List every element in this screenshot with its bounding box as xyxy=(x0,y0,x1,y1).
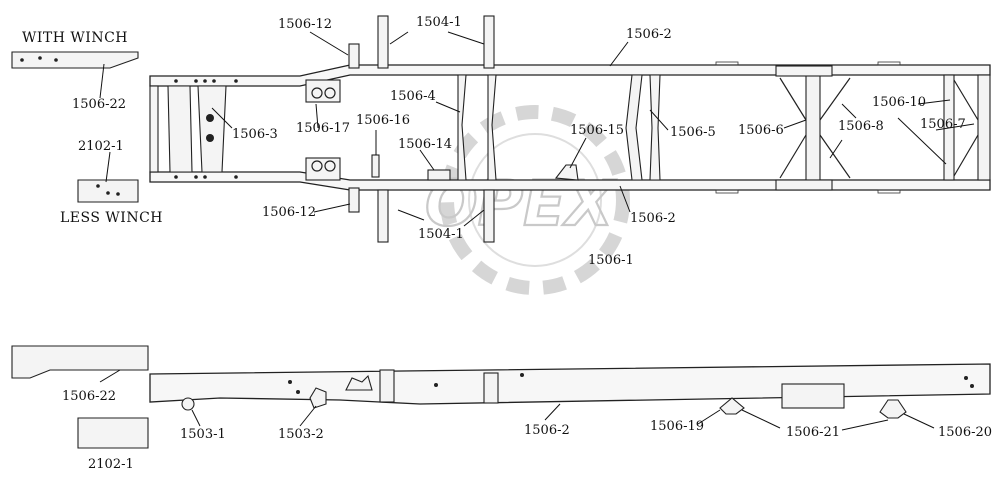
bracket-1504-1-c xyxy=(377,189,389,243)
watermark-logo: OPEX xyxy=(424,105,630,295)
part-2102-1-side xyxy=(77,417,149,449)
callout-2102-1-bottom: 2102-1 xyxy=(88,457,134,472)
callout-1506-19: 1506-19 xyxy=(650,419,704,434)
side-plate-rear xyxy=(781,383,845,409)
crossmember-1506-3-left xyxy=(167,85,193,173)
callout-1506-16: 1506-16 xyxy=(356,113,410,128)
plate-1506-8-bottom xyxy=(775,179,833,191)
frame-side-view xyxy=(11,345,991,449)
frame-top-view xyxy=(149,15,991,243)
part-1506-22-side xyxy=(11,345,149,379)
callout-1504-1-bottom: 1504-1 xyxy=(418,227,464,242)
crossmember-1506-3 xyxy=(197,85,227,173)
crossmember-1506-6 xyxy=(779,74,851,181)
caption-less-winch: LESS WINCH xyxy=(60,210,163,226)
callout-1506-2-top: 1506-2 xyxy=(626,27,672,42)
callout-1506-22-bottom: 1506-22 xyxy=(62,389,116,404)
bracket-1504-1-d xyxy=(483,189,495,243)
callout-1506-17: 1506-17 xyxy=(296,121,350,136)
plate-1506-8-top xyxy=(775,65,833,77)
side-bracket-b xyxy=(483,372,499,404)
hanger-1506-19 xyxy=(719,397,745,415)
bracket-1506-12-top xyxy=(348,43,360,69)
crossmember-1506-4b xyxy=(487,74,497,181)
spring-hanger-1503-2 xyxy=(309,387,327,409)
crossmember-1506-5b xyxy=(649,74,661,181)
callout-1506-14: 1506-14 xyxy=(398,137,452,152)
callout-1506-22-top: 1506-22 xyxy=(72,97,126,112)
callout-1506-15: 1506-15 xyxy=(570,123,624,138)
rail-holes xyxy=(174,79,238,179)
bracket-1506-14 xyxy=(427,169,451,181)
crossmember-1506-5 xyxy=(625,74,643,181)
callout-1506-7: 1506-7 xyxy=(920,117,966,132)
upper-side-rail xyxy=(149,64,991,87)
callout-1506-4: 1506-4 xyxy=(390,89,436,104)
spring-eye-1503-1 xyxy=(181,397,195,411)
callout-1506-2-mid: 1506-2 xyxy=(630,211,676,226)
callout-1506-3: 1506-3 xyxy=(232,127,278,142)
caption-with-winch: WITH WINCH xyxy=(22,30,128,46)
bracket-1504-1-b xyxy=(483,15,495,69)
callout-1506-6: 1506-6 xyxy=(738,123,784,138)
part-1506-22-plan xyxy=(11,51,139,69)
front-crossmember xyxy=(149,85,159,173)
bracket-1506-15 xyxy=(554,164,579,181)
side-rail xyxy=(149,363,991,405)
hanger-1506-20 xyxy=(879,399,907,419)
leader-lines xyxy=(99,31,975,431)
side-bracket-c xyxy=(345,374,373,391)
callout-1506-2-bottom: 1506-2 xyxy=(524,423,570,438)
callout-labels: 1506-12 1504-1 1506-2 1506-22 1506-3 150… xyxy=(62,15,992,472)
callout-1506-20: 1506-20 xyxy=(938,425,992,440)
callout-1506-8: 1506-8 xyxy=(838,119,884,134)
bracket-1506-12-bottom xyxy=(348,187,360,213)
callout-1503-1: 1503-1 xyxy=(180,427,226,442)
spring-hanger-lower xyxy=(305,157,341,181)
callout-1503-2: 1503-2 xyxy=(278,427,324,442)
spring-hanger-upper xyxy=(305,79,341,103)
callout-1504-1-top: 1504-1 xyxy=(416,15,462,30)
callout-1506-5: 1506-5 xyxy=(670,125,716,140)
part-2102-1-plan xyxy=(77,179,139,203)
callout-1506-10: 1506-10 xyxy=(872,95,926,110)
callout-1506-1: 1506-1 xyxy=(588,253,634,268)
watermark-text: OPEX xyxy=(425,167,616,240)
callout-1506-12-top: 1506-12 xyxy=(278,17,332,32)
callout-1506-12-bottom: 1506-12 xyxy=(262,205,316,220)
callout-1506-21: 1506-21 xyxy=(786,425,840,440)
crossmember-1506-4 xyxy=(457,74,467,181)
bracket-1504-1-a xyxy=(377,15,389,69)
bracket-1506-16 xyxy=(371,154,380,178)
side-bracket-a xyxy=(379,369,395,403)
callout-2102-1-top: 2102-1 xyxy=(78,139,124,154)
